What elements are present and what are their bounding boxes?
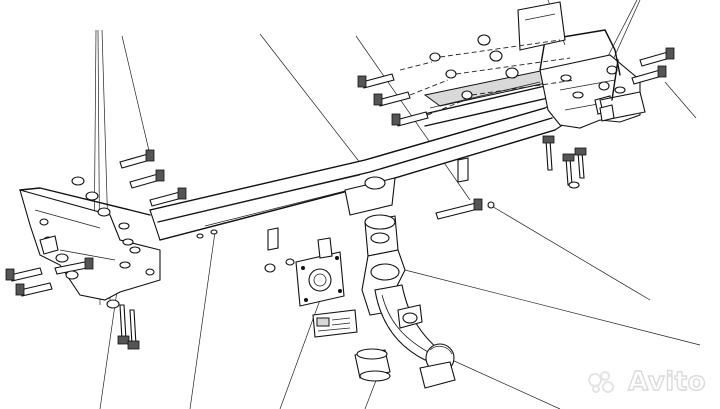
bolt — [631, 65, 667, 85]
beam-bracket — [267, 227, 279, 251]
bolt — [574, 147, 587, 179]
left-bolts — [5, 149, 187, 350]
bolt — [15, 282, 53, 297]
leader-line — [611, 0, 641, 63]
bolt — [435, 198, 483, 220]
washer — [445, 69, 457, 79]
bolt — [117, 304, 130, 345]
bolt — [542, 135, 555, 171]
washer — [505, 67, 519, 79]
socket-plate — [264, 237, 345, 307]
bolt — [373, 91, 411, 107]
crossbar-beam — [149, 69, 571, 251]
leader-line — [605, 0, 638, 61]
washer — [489, 50, 503, 62]
center-bolt-washer — [364, 176, 386, 190]
beam-bracket — [457, 157, 469, 183]
bolt — [357, 73, 395, 89]
washer — [71, 176, 85, 186]
washer — [461, 90, 473, 100]
leader-line — [404, 269, 701, 346]
left-mounting-plate — [19, 187, 161, 301]
bolt — [127, 309, 140, 350]
washer — [106, 299, 120, 309]
washer — [429, 52, 441, 62]
leader-line — [489, 204, 651, 301]
nut — [487, 201, 495, 209]
nut — [122, 238, 134, 246]
bolt — [129, 169, 165, 189]
right-bolts — [357, 47, 675, 220]
avito-logo-icon — [588, 371, 622, 393]
bolt — [562, 153, 575, 186]
right-washers — [399, 34, 576, 119]
washer — [568, 181, 580, 189]
bolt — [639, 47, 675, 67]
washer — [55, 253, 69, 263]
detail-parts — [196, 59, 646, 239]
label-plate — [312, 309, 358, 338]
washer — [85, 191, 99, 201]
ball-base — [419, 361, 456, 389]
leader-line — [664, 81, 697, 119]
avito-watermark: Avito — [588, 366, 706, 398]
washer — [598, 81, 610, 91]
washer — [477, 34, 491, 46]
nut — [118, 222, 130, 230]
bolt — [391, 111, 429, 127]
leader-line — [259, 33, 376, 183]
leader-line — [189, 231, 216, 409]
bolt — [54, 257, 94, 275]
tow-ball-neck — [354, 214, 456, 389]
bolt — [149, 187, 187, 207]
washer — [97, 207, 111, 217]
washer — [65, 270, 79, 280]
avito-wordmark: Avito — [627, 366, 706, 397]
bolt — [5, 267, 43, 282]
bolt — [119, 149, 155, 169]
leader-line — [121, 35, 151, 156]
